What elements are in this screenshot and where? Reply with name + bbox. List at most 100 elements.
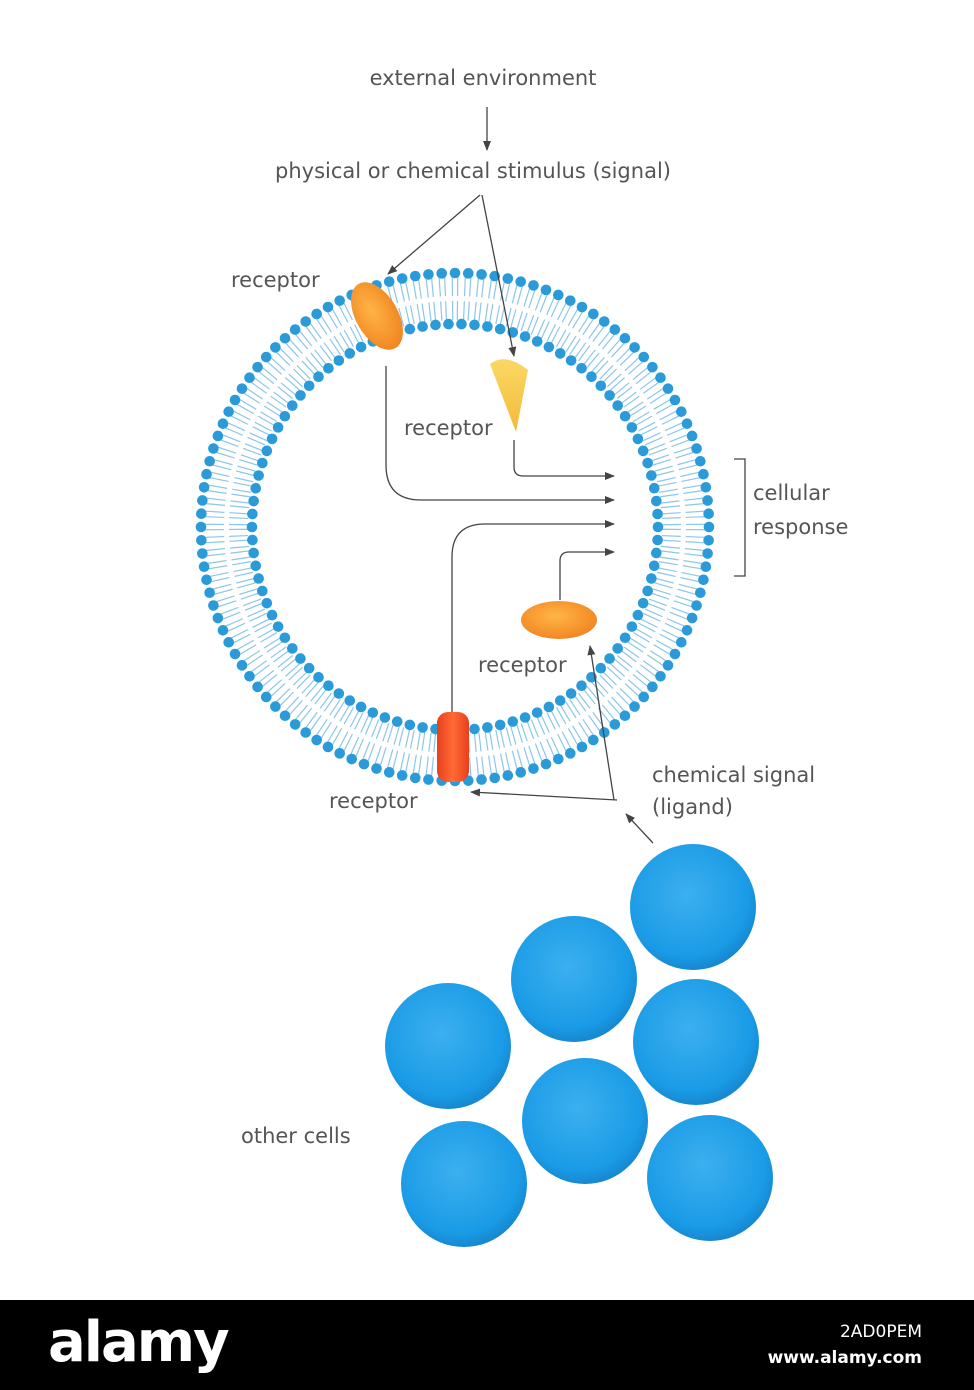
- lipid-tail: [661, 629, 680, 639]
- lipid-tail: [392, 284, 399, 304]
- lipid-tail: [683, 490, 703, 494]
- lipid-tail: [659, 633, 677, 644]
- lipid-tail: [664, 622, 683, 632]
- lipid-head: [198, 561, 210, 573]
- lipid-tail: [559, 332, 571, 350]
- lipid-tail: [343, 733, 353, 752]
- lipid-tail: [643, 381, 660, 394]
- lipid-tail: [275, 351, 291, 366]
- lipid-head: [287, 400, 298, 411]
- lipid-tail: [327, 311, 338, 329]
- lipid-tail: [217, 446, 237, 454]
- lipid-tail: [327, 725, 338, 743]
- lipid-head: [528, 280, 539, 291]
- lipid-tail: [602, 671, 617, 686]
- lipid-tail: [540, 714, 550, 733]
- lipid-head: [322, 741, 334, 753]
- lipid-tail: [559, 704, 571, 722]
- lipid-head: [217, 625, 229, 636]
- lipid-head: [334, 748, 345, 759]
- lipid-tail: [530, 316, 539, 335]
- lipid-tail: [379, 747, 387, 766]
- cone-receptor: [490, 359, 528, 432]
- lipid-tail: [683, 560, 703, 564]
- lipid-tail: [425, 278, 429, 298]
- other-cell: [511, 916, 637, 1042]
- lipid-tail: [673, 446, 693, 454]
- lipid-tail: [320, 315, 332, 333]
- lipid-head: [204, 455, 215, 467]
- lipid-head: [456, 318, 467, 330]
- lipid-tail: [331, 728, 343, 746]
- lipid-tail: [207, 560, 227, 564]
- label-receptor-cone: receptor: [404, 416, 493, 440]
- lipid-tail: [242, 447, 262, 456]
- lipid-head: [576, 301, 588, 313]
- lipid-tail: [243, 392, 261, 404]
- lipid-tail: [591, 356, 605, 373]
- lipid-tail: [658, 488, 678, 493]
- lipid-tail: [296, 674, 311, 689]
- lipid-tail: [398, 727, 405, 747]
- lipid-tail: [433, 733, 437, 753]
- lipid-head: [619, 332, 631, 344]
- lipid-head: [700, 561, 712, 573]
- lipid-tail: [511, 284, 518, 304]
- lipid-tail: [574, 342, 587, 359]
- lipid-tail: [661, 505, 681, 509]
- lipid-tail: [499, 281, 505, 301]
- other-cell: [401, 1121, 527, 1247]
- lipid-head: [358, 758, 370, 770]
- lipid-head: [246, 521, 258, 533]
- lipid-tail: [594, 360, 609, 376]
- lipid-head: [279, 632, 291, 644]
- lipid-head: [248, 547, 259, 559]
- lipid-tail: [277, 655, 294, 668]
- lipid-head: [417, 722, 428, 733]
- lipid-tail: [623, 395, 640, 408]
- lipid-head: [652, 521, 664, 533]
- lipid-tail: [254, 622, 272, 633]
- lipid-tail: [433, 301, 437, 321]
- lipid-tail: [601, 334, 615, 350]
- lipid-tail: [246, 654, 263, 666]
- lipid-head: [344, 695, 356, 706]
- lipid-tail: [624, 683, 640, 697]
- lipid-tail: [599, 674, 614, 689]
- lipid-tail: [285, 696, 299, 712]
- lipid-head: [247, 534, 258, 546]
- lipid-head: [355, 341, 367, 353]
- lipid-head: [629, 701, 640, 712]
- lipid-tail: [599, 365, 614, 380]
- lipid-tail: [578, 345, 591, 362]
- lipid-tail: [462, 301, 465, 321]
- lipid-tail: [398, 307, 405, 327]
- lipid-head: [626, 621, 638, 632]
- lipid-tail: [270, 357, 286, 371]
- lipid-head: [323, 680, 334, 692]
- lipid-head: [502, 273, 514, 284]
- lipid-head: [531, 707, 543, 718]
- lipid-tail: [601, 704, 615, 720]
- lipid-tail: [299, 330, 313, 347]
- lipid-head: [588, 734, 599, 746]
- lipid-tail: [305, 712, 318, 728]
- lipid-tail: [266, 361, 283, 375]
- lipid-tail: [488, 755, 492, 775]
- lipid-tail: [250, 660, 267, 673]
- lipid-tail: [314, 688, 327, 705]
- lipid-tail: [489, 730, 494, 750]
- lipid-tail: [644, 608, 663, 618]
- lipid-head: [482, 321, 493, 332]
- lipid-tail: [661, 545, 681, 549]
- lipid-tail: [536, 716, 546, 735]
- lipid-tail: [209, 571, 229, 577]
- lipid-head: [676, 637, 687, 648]
- lipid-head: [489, 772, 501, 784]
- label-external-environment: external environment: [370, 66, 597, 90]
- label-stimulus: physical or chemical stimulus (signal): [275, 159, 671, 183]
- lipid-head: [396, 273, 408, 284]
- lipid-tail: [632, 631, 650, 643]
- lipid-tail: [277, 386, 294, 399]
- lipid-tail: [299, 707, 313, 724]
